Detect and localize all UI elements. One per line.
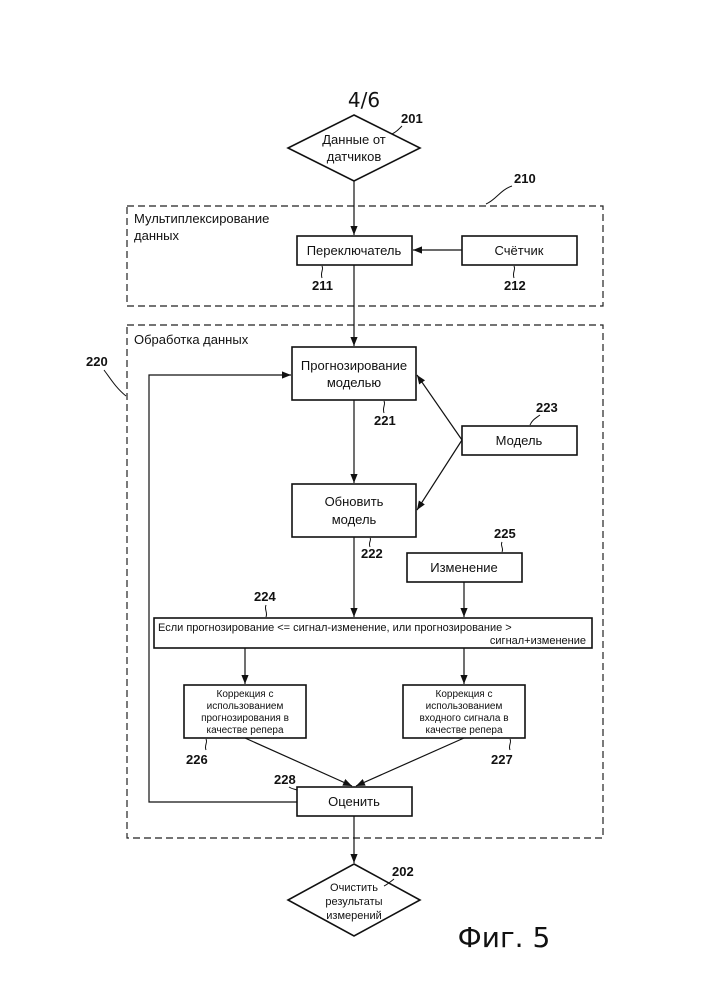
evaluate-label: Оценить — [328, 794, 380, 809]
clean-results-ref: 202 — [392, 864, 414, 879]
change-ref-leader — [501, 542, 502, 552]
model-ref: 223 — [536, 400, 558, 415]
correction-input-line4: качестве репера — [425, 725, 502, 736]
multiplexing-label-line1: Мультиплексирование — [134, 211, 269, 226]
change-ref: 225 — [494, 526, 516, 541]
update-model-ref: 222 — [361, 546, 383, 561]
multiplexing-ref: 210 — [514, 171, 536, 186]
model-prediction-ref-leader — [383, 401, 384, 413]
counter-ref: 212 — [504, 278, 526, 293]
counter-label: Счётчик — [495, 243, 544, 258]
switch-ref-leader — [321, 266, 322, 278]
processing-ref-leader — [104, 370, 126, 396]
multiplexing-ref-leader — [486, 186, 512, 204]
processing-label: Обработка данных — [134, 332, 249, 347]
clean-results-line3: измерений — [326, 910, 381, 922]
correction-input-ref: 227 — [491, 752, 513, 767]
arrow-model-to-update — [417, 440, 462, 510]
correction-prediction-ref: 226 — [186, 752, 208, 767]
correction-prediction-line2: использованием — [207, 701, 284, 712]
clean-results-line2: результаты — [325, 896, 382, 908]
correction-input-line3: входного сигнала в — [419, 713, 508, 724]
model-prediction-node — [292, 347, 416, 400]
update-model-line1: Обновить — [325, 494, 384, 509]
correction-prediction-line4: качестве репера — [206, 725, 283, 736]
condition-ref: 224 — [254, 589, 276, 604]
arrow-correction-prediction-to-evaluate — [245, 738, 352, 786]
multiplexing-label-line2: данных — [134, 228, 180, 243]
correction-input-line1: Коррекция с — [436, 689, 493, 700]
condition-line1: Если прогнозирование <= сигнал-изменение… — [158, 622, 512, 634]
counter-ref-leader — [513, 266, 514, 278]
figure-caption: Фиг. 5 — [458, 921, 551, 954]
sensor-data-ref: 201 — [401, 111, 423, 126]
change-label: Изменение — [430, 560, 498, 575]
clean-results-line1: Очистить — [330, 882, 378, 894]
processing-ref: 220 — [86, 354, 108, 369]
correction-prediction-ref-leader — [205, 739, 206, 750]
correction-prediction-line3: прогнозирования в — [201, 713, 289, 724]
model-label: Модель — [496, 433, 543, 448]
correction-prediction-line1: Коррекция с — [217, 689, 274, 700]
model-prediction-line1: Прогнозирование — [301, 358, 407, 373]
arrow-model-to-prediction — [417, 375, 462, 440]
condition-line2: сигнал+изменение — [490, 635, 586, 647]
correction-input-ref-leader — [509, 739, 510, 750]
condition-ref-leader — [265, 605, 266, 617]
model-prediction-line2: моделью — [327, 375, 382, 390]
switch-ref: 211 — [312, 278, 333, 293]
evaluate-ref-leader — [289, 787, 297, 790]
model-prediction-ref: 221 — [374, 413, 396, 428]
evaluate-ref: 228 — [274, 772, 296, 787]
arrow-correction-input-to-evaluate — [356, 738, 464, 786]
switch-label: Переключатель — [307, 243, 402, 258]
sensor-data-line1: Данные от — [322, 132, 386, 147]
model-ref-leader — [530, 415, 540, 425]
sensor-data-ref-leader — [392, 126, 402, 134]
update-model-line2: модель — [332, 512, 377, 527]
correction-input-line2: использованием — [426, 701, 503, 712]
page-number: 4/6 — [348, 88, 380, 112]
update-model-node — [292, 484, 416, 537]
sensor-data-line2: датчиков — [327, 149, 382, 164]
